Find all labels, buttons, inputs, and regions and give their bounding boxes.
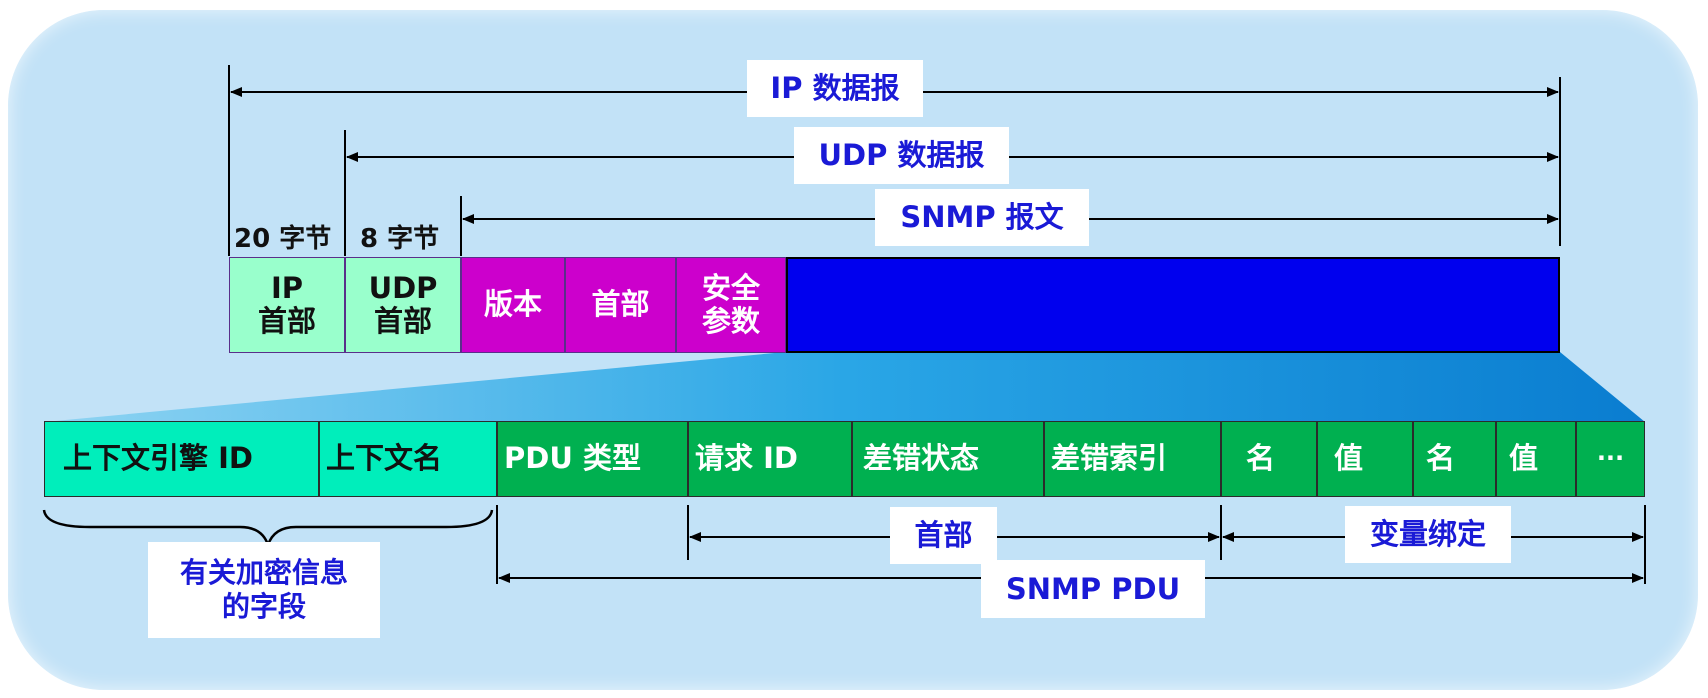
pdu-header-label: 首部 <box>890 507 997 564</box>
projection-shape <box>44 352 1645 422</box>
message-header-field: 首部 <box>565 257 676 353</box>
binding-value-1-field: 值 <box>1317 421 1413 497</box>
udp-header-field: UDP 首部 <box>345 257 461 353</box>
udp-bytes-label: 8 字节 <box>360 224 440 254</box>
security-params-line1: 安全 <box>701 270 760 305</box>
udp-header-line2: 首部 <box>373 304 432 338</box>
snmp-pdu-label: SNMP PDU <box>981 560 1205 618</box>
udp-header-line1: UDP <box>368 270 438 305</box>
error-status-field: 差错状态 <box>852 421 1044 497</box>
var-bindings-label: 变量绑定 <box>1345 506 1511 563</box>
ip-header-line1: IP <box>270 270 304 305</box>
security-params-line2: 参数 <box>701 304 760 338</box>
scoped-pdu-field <box>786 257 1560 353</box>
binding-name-2-field: 名 <box>1413 421 1496 497</box>
request-id-field: 请求 ID <box>688 421 852 497</box>
ip-header-field: IP 首部 <box>229 257 345 353</box>
ip-header-line2: 首部 <box>257 304 316 338</box>
crypto-fields-brace <box>42 509 494 549</box>
context-engine-id-field: 上下文引擎 ID <box>44 421 319 497</box>
binding-name-1-field: 名 <box>1221 421 1317 497</box>
binding-value-2-field: 值 <box>1496 421 1576 497</box>
crypto-fields-line2: 的字段 <box>221 590 306 623</box>
ip-bytes-label: 20 字节 <box>234 224 332 254</box>
pdu-type-field: PDU 类型 <box>497 421 688 497</box>
crypto-fields-line1: 有关加密信息 <box>179 556 348 590</box>
context-name-field: 上下文名 <box>319 421 497 497</box>
error-index-field: 差错索引 <box>1044 421 1221 497</box>
version-field: 版本 <box>461 257 565 353</box>
udp-datagram-label: UDP 数据报 <box>794 127 1009 184</box>
security-params-field: 安全 参数 <box>676 257 786 353</box>
ellipsis-field: ··· <box>1576 421 1645 497</box>
ip-datagram-label: IP 数据报 <box>747 60 923 117</box>
crypto-fields-label: 有关加密信息 的字段 <box>148 542 380 638</box>
snmp-message-label: SNMP 报文 <box>875 189 1089 246</box>
